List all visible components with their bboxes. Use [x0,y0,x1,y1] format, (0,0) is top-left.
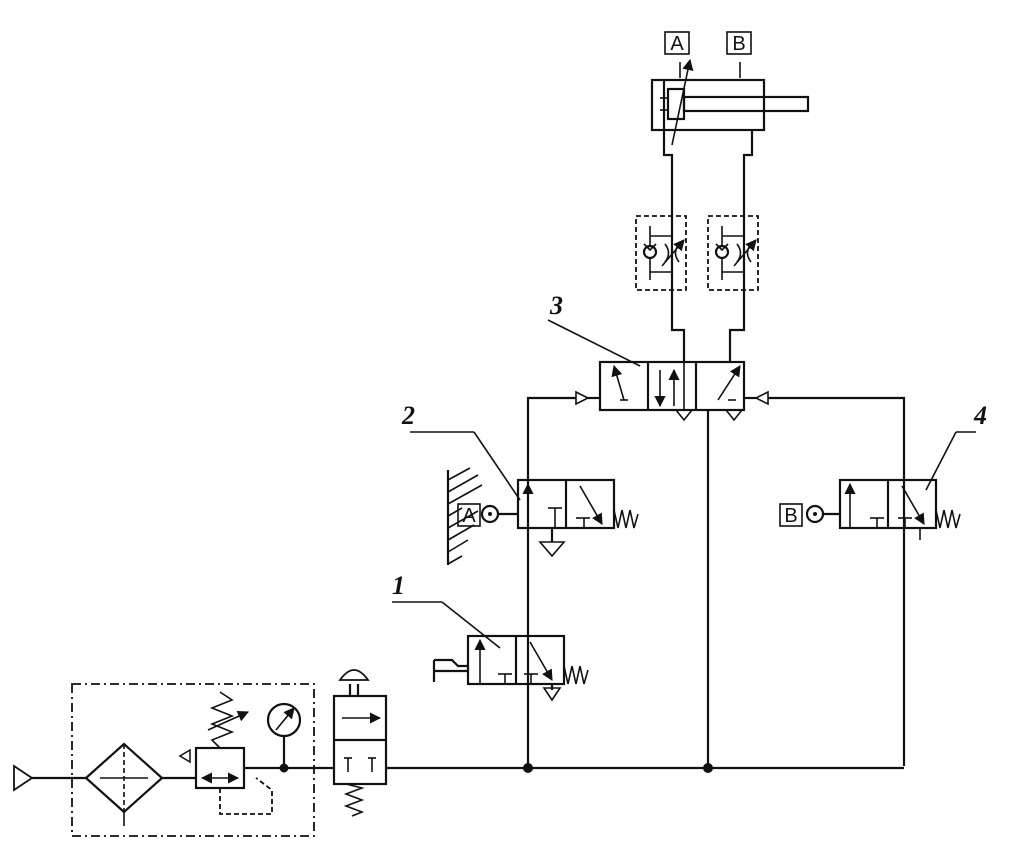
valve-3 [575,360,769,766]
junction-node [523,763,533,773]
pressure-gauge [266,702,302,773]
port-b-valve4: B [779,503,803,527]
svg-text:A: A [670,33,684,55]
junction-node [703,763,713,773]
valve-1 [432,634,589,702]
port-b-top: B [726,31,752,55]
filter [84,742,164,826]
flow-control-valve-left [635,215,687,291]
valve-1-label: 1 [392,571,405,600]
svg-text:B: B [784,505,797,527]
svg-text:A: A [462,505,476,527]
svg-text:B: B [732,33,745,55]
port-a-valve2: A [457,503,481,527]
valve-4 [805,478,961,540]
valve-2-label: 2 [401,401,415,430]
frl-unit-boundary [71,683,315,837]
air-source [13,764,86,792]
valve-4-label: 4 [973,401,987,430]
valve-3-label: 3 [549,291,563,320]
main-start-valve [332,669,388,817]
port-a-top: A [664,31,690,55]
double-acting-cylinder [650,58,810,146]
flow-control-valve-right [707,215,759,291]
valve-2 [446,467,639,565]
pressure-regulator [178,691,273,815]
